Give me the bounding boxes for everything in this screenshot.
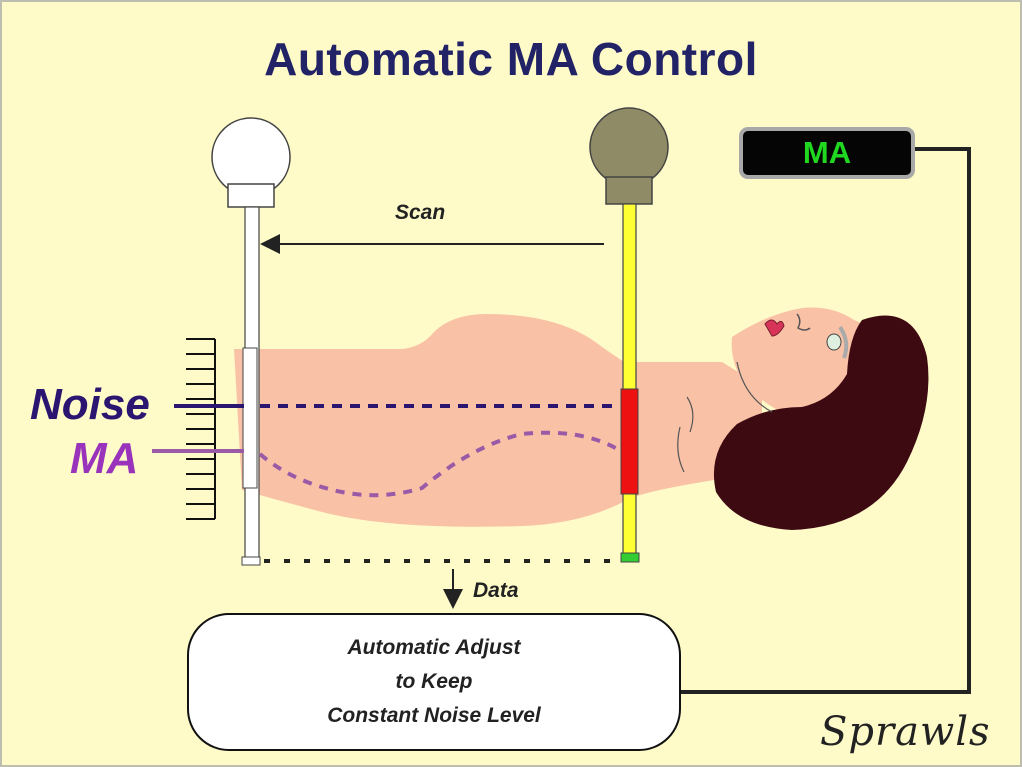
patient-chin-line bbox=[736, 361, 773, 413]
ruler bbox=[186, 338, 216, 520]
ma-display: MA bbox=[739, 127, 915, 179]
patient-eye bbox=[826, 333, 842, 351]
adjust-line-2: to Keep bbox=[395, 670, 473, 693]
page-title: Automatic MA Control bbox=[264, 33, 758, 85]
noise-label: Noise bbox=[30, 380, 150, 429]
patient-hair bbox=[713, 315, 929, 530]
adjust-line-1: Automatic Adjust bbox=[347, 636, 521, 659]
xray-tube-start bbox=[211, 117, 291, 566]
patient-nose bbox=[796, 313, 811, 331]
auto-adjust-box: Automatic Adjust to Keep Constant Noise … bbox=[187, 613, 681, 751]
xray-tube-active bbox=[589, 107, 669, 563]
ma-label: MA bbox=[70, 434, 139, 483]
data-label: Data bbox=[473, 579, 519, 602]
patient-body bbox=[234, 314, 762, 527]
author-signature: Sprawls bbox=[820, 709, 991, 755]
patient-collarbone bbox=[677, 396, 694, 473]
adjust-line-3: Constant Noise Level bbox=[327, 704, 541, 727]
scan-label: Scan bbox=[395, 201, 446, 224]
patient-brow bbox=[838, 325, 849, 359]
feedback-wire bbox=[677, 147, 971, 694]
patient-lips bbox=[764, 319, 785, 337]
ma-curve bbox=[258, 430, 621, 498]
